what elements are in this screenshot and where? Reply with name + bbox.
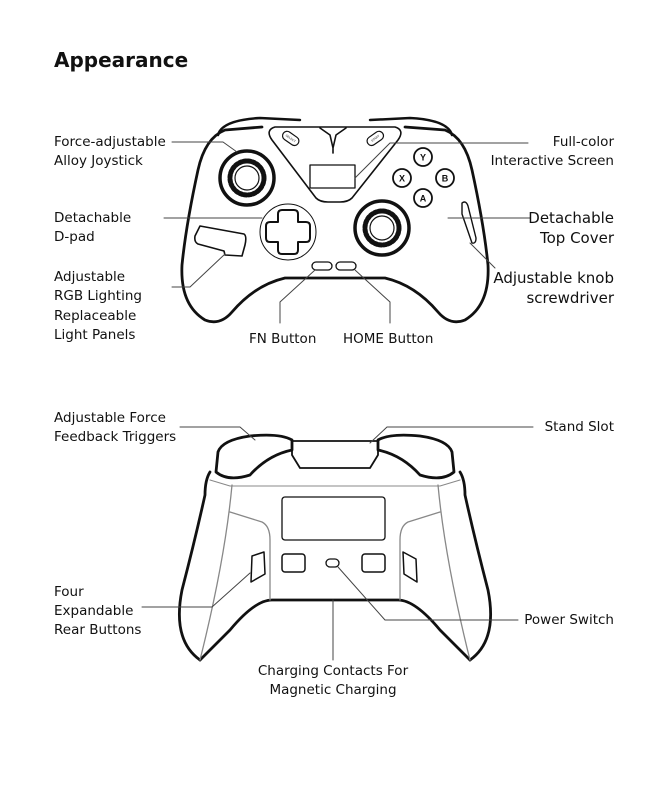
select-button[interactable] — [281, 130, 301, 148]
label-knob: Adjustable knob screwdriver — [493, 269, 614, 307]
back-controller — [141, 426, 534, 662]
right-joystick[interactable] — [353, 199, 411, 257]
leader-rgb — [171, 253, 226, 288]
front-controller — [163, 116, 531, 324]
b-button[interactable] — [435, 168, 455, 188]
label-power: Power Switch — [524, 612, 614, 628]
leader-screen — [354, 142, 529, 179]
x-button[interactable] — [392, 168, 412, 188]
label-screen: Full-color Interactive Screen — [490, 134, 614, 169]
label-panels: Replaceable Light Panels — [54, 308, 137, 343]
label-rear-buttons: Four Expandable Rear Buttons — [54, 584, 142, 638]
rear-button-2[interactable] — [361, 553, 386, 573]
y-button-label: Y — [420, 153, 426, 163]
fn-button[interactable] — [311, 261, 333, 271]
light-panel — [194, 225, 247, 257]
leader-fn — [279, 269, 316, 324]
b-button-label: B — [442, 174, 449, 184]
label-charging: Charging Contacts For Magnetic Charging — [257, 663, 409, 698]
y-button[interactable] — [413, 147, 433, 167]
a-button[interactable] — [413, 188, 433, 208]
label-triggers: Adjustable Force Feedback Triggers — [54, 410, 177, 445]
label-rgb: Adjustable RGB Lighting — [54, 269, 142, 304]
dpad[interactable] — [265, 209, 311, 255]
back-grip-right — [399, 484, 471, 661]
label-fn: FN Button — [249, 331, 317, 347]
logo-icon — [319, 127, 347, 154]
leader-power — [337, 566, 519, 621]
start-button[interactable] — [365, 130, 385, 148]
screen-panel — [268, 126, 402, 203]
back-screen — [281, 496, 386, 541]
leader-stand — [369, 426, 534, 444]
back-grip-left — [199, 484, 271, 661]
rear-paddle-right[interactable] — [402, 551, 418, 583]
leader-joystick — [171, 141, 238, 153]
label-joystick: Force-adjustable Alloy Joystick — [54, 134, 166, 169]
rear-paddle-left[interactable] — [250, 551, 266, 583]
label-home: HOME Button — [343, 331, 434, 347]
leader-rear — [141, 572, 251, 608]
leader-triggers — [179, 426, 256, 441]
page-title: Appearance — [54, 48, 189, 72]
home-button[interactable] — [335, 261, 357, 271]
dpad-ring — [259, 203, 317, 261]
front-body-outline — [180, 125, 490, 324]
left-trigger[interactable] — [214, 433, 294, 480]
label-dpad: Detachable D-pad — [54, 210, 132, 245]
select-label: SELECT — [285, 133, 297, 143]
x-button-label: X — [399, 174, 405, 184]
a-button-label: A — [420, 194, 427, 204]
label-stand: Stand Slot — [544, 419, 614, 435]
label-cover: Detachable Top Cover — [528, 209, 614, 247]
back-shell — [209, 479, 461, 487]
leader-knob — [469, 242, 496, 269]
right-trigger[interactable] — [376, 433, 456, 480]
front-screen — [309, 164, 356, 189]
top-cover-slot — [461, 201, 477, 244]
back-bottom-edge — [198, 598, 472, 662]
rear-button-1[interactable] — [281, 553, 306, 573]
start-label: START — [370, 134, 380, 143]
leader-home — [354, 269, 391, 324]
power-switch[interactable] — [325, 558, 340, 568]
back-body-outline — [178, 470, 492, 662]
stand-slot — [291, 440, 379, 469]
left-joystick[interactable] — [218, 149, 276, 207]
